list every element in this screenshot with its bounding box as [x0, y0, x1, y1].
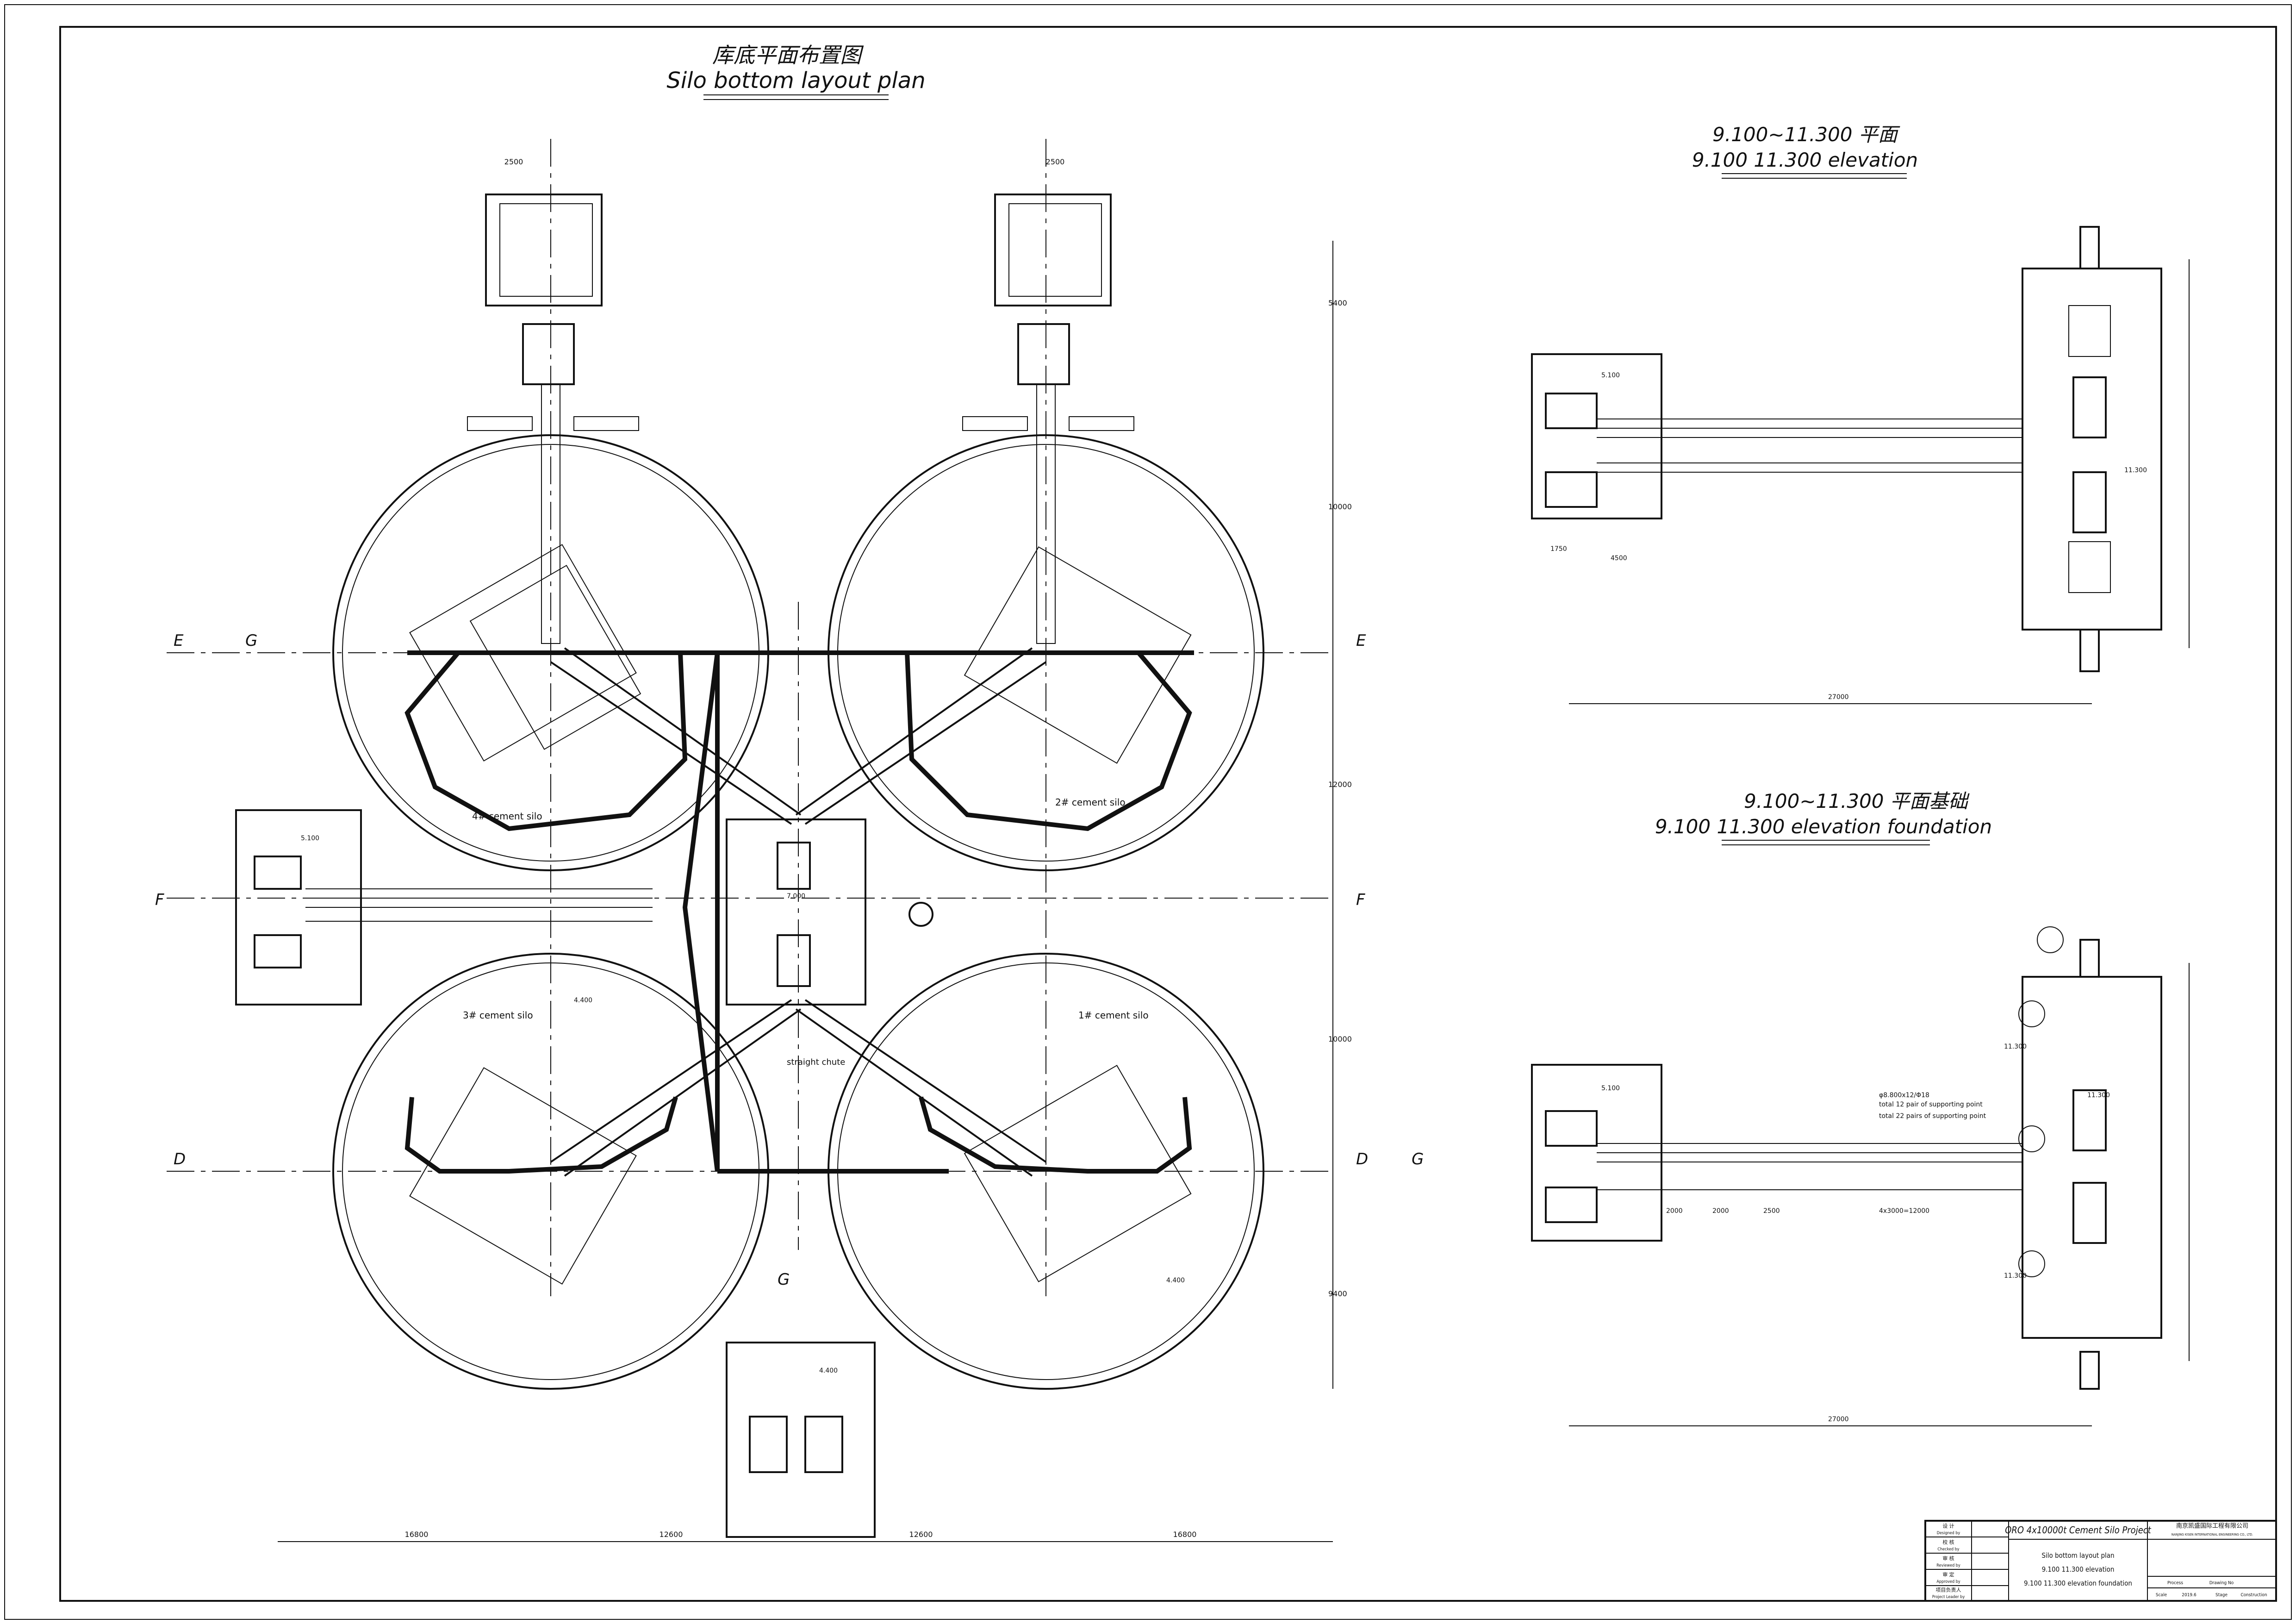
dim-bottom-4: 16800	[1173, 1530, 1197, 1539]
foundation-title-cn: 9.100~11.300 平面基础	[1744, 790, 1970, 812]
dim-right-5: 9400	[1328, 1289, 1347, 1298]
center-label: straight chute	[787, 1057, 845, 1067]
tb-row-2-cn: 校 核	[1942, 1539, 1954, 1545]
silo-3-label: 3# cement silo	[463, 1010, 533, 1021]
main-plan-title-cn: 库底平面布置图	[712, 43, 864, 68]
dim-right-2: 10000	[1328, 502, 1352, 511]
elevation-elev-2: 11.300	[2124, 467, 2147, 474]
foundation-dim-1: 2000	[1666, 1207, 1683, 1215]
foundation-view: 9.100~11.300 平面基础 9.100 11.300 elevation…	[1531, 790, 2190, 1426]
silo-1-label: 1# cement silo	[1078, 1010, 1149, 1021]
main-plan: 库底平面布置图 Silo bottom layout plan 4# cemen…	[155, 43, 1424, 1542]
foundation-elev-2: 11.300	[2004, 1043, 2027, 1050]
elevation-dim-3: 27000	[1828, 693, 1849, 701]
axis-F-right: F	[1356, 891, 1365, 909]
inner-border	[59, 26, 2277, 1602]
axis-G-left: G	[245, 631, 257, 650]
left-side-unit	[235, 809, 653, 1006]
axis-G-foundation: G	[1412, 1150, 1424, 1168]
elevation-title-en: 9.100 11.300 elevation	[1692, 149, 1918, 171]
foundation-elev-3: 11.300	[2087, 1092, 2110, 1099]
dim-right-1: 5400	[1328, 299, 1347, 307]
dim-right-4: 10000	[1328, 1035, 1352, 1043]
foundation-note-1: φ8.800x12/Φ18	[1879, 1092, 1929, 1099]
foundation-dim-2: 2000	[1712, 1207, 1729, 1215]
elev-mark-3: 4.400	[574, 997, 592, 1004]
tb-company-cn: 南京凯盛国际工程有限公司	[2176, 1522, 2248, 1530]
top-right-drive	[962, 194, 1134, 644]
silo-4: 4# cement silo	[332, 434, 769, 871]
foundation-elev-4: 11.300	[2004, 1272, 2027, 1280]
axis-D-right: D	[1356, 1150, 1368, 1168]
title-block: 设 计 Designed by 校 核 Checked by 审 核 Revie…	[1924, 1520, 2277, 1602]
dim-bottom-3: 12600	[909, 1530, 933, 1539]
foundation-dim-5: 27000	[1828, 1416, 1849, 1423]
silo-4-label: 4# cement silo	[472, 811, 542, 822]
tb-row-4-cn: 审 定	[1942, 1571, 1954, 1578]
tb-stage: Stage	[2215, 1593, 2228, 1598]
dim-right-3: 12000	[1328, 780, 1352, 789]
dim-top-2: 2500	[1046, 157, 1065, 166]
elevation-title-cn: 9.100~11.300 平面	[1712, 123, 1900, 146]
axis-G-bottom: G	[778, 1270, 790, 1289]
tb-drawing-title-2: 9.100 11.300 elevation	[2042, 1565, 2115, 1574]
tb-date: 2019.6	[2182, 1593, 2196, 1598]
tb-total: Construction	[2240, 1593, 2267, 1598]
tb-row-1-cn: 设 计	[1942, 1523, 1954, 1529]
dim-bottom-2: 12600	[660, 1530, 683, 1539]
foundation-dim-4: 4x3000=12000	[1879, 1207, 1929, 1215]
tb-company-en: NANJING KISEN INTERNATIONAL ENGINEERING …	[2172, 1533, 2253, 1537]
main-plan-title-en: Silo bottom layout plan	[666, 68, 925, 94]
elevation-view: 9.100~11.300 平面 9.100 11.300 elevation 1…	[1531, 123, 2190, 704]
silo-2-label: 2# cement silo	[1055, 797, 1126, 808]
foundation-note-2: total 12 pair of supporting point	[1879, 1101, 1983, 1108]
foundation-elev-1: 5.100	[1601, 1085, 1620, 1092]
silo-2: 2# cement silo	[828, 434, 1264, 871]
foundation-note-3: total 22 pairs of supporting point	[1879, 1112, 1986, 1120]
tb-profession: Process	[2167, 1580, 2183, 1586]
tb-drawing-no: Drawing No	[2209, 1580, 2234, 1586]
bottom-unit	[726, 1342, 876, 1538]
axis-D-left: D	[174, 1150, 186, 1168]
tb-row-5-en: Project Leader by	[1932, 1595, 1965, 1599]
axis-E-left: E	[174, 631, 184, 650]
elev-mark-5: 4.400	[819, 1367, 838, 1374]
foundation-title-en: 9.100 11.300 elevation foundation	[1655, 815, 1992, 838]
tb-drawing-title-3: 9.100 11.300 elevation foundation	[2024, 1579, 2132, 1587]
tb-row-3-en: Reviewed by	[1936, 1563, 1960, 1568]
elevation-elev-1: 5.100	[1601, 372, 1620, 379]
elevation-dim-1: 1750	[1550, 545, 1567, 553]
top-left-drive	[467, 194, 639, 644]
tb-drawing-title-1: Silo bottom layout plan	[2041, 1551, 2114, 1560]
tb-row-3-cn: 审 核	[1942, 1555, 1954, 1562]
axis-E-right: E	[1356, 631, 1366, 650]
tb-project: ORO 4x10000t Cement Silo Project	[2005, 1524, 2151, 1536]
elev-mark-4: 4.400	[1166, 1277, 1185, 1284]
axis-F-left: F	[155, 891, 164, 909]
dim-top-1: 2500	[504, 157, 523, 166]
tb-row-4-en: Approved by	[1936, 1580, 1960, 1584]
tb-row-5-cn: 项目负责人	[1936, 1587, 1961, 1593]
elev-mark-2: 7.000	[787, 893, 805, 900]
tb-row-1-en: Designed by	[1937, 1531, 1960, 1536]
tb-scale: Scale	[2156, 1593, 2167, 1598]
elev-mark-1: 5.100	[301, 835, 319, 842]
outer-border	[4, 4, 2292, 1620]
tb-row-2-en: Checked by	[1937, 1547, 1959, 1552]
dim-bottom-1: 16800	[405, 1530, 429, 1539]
foundation-dim-3: 2500	[1763, 1207, 1780, 1215]
elevation-dim-2: 4500	[1611, 555, 1627, 562]
